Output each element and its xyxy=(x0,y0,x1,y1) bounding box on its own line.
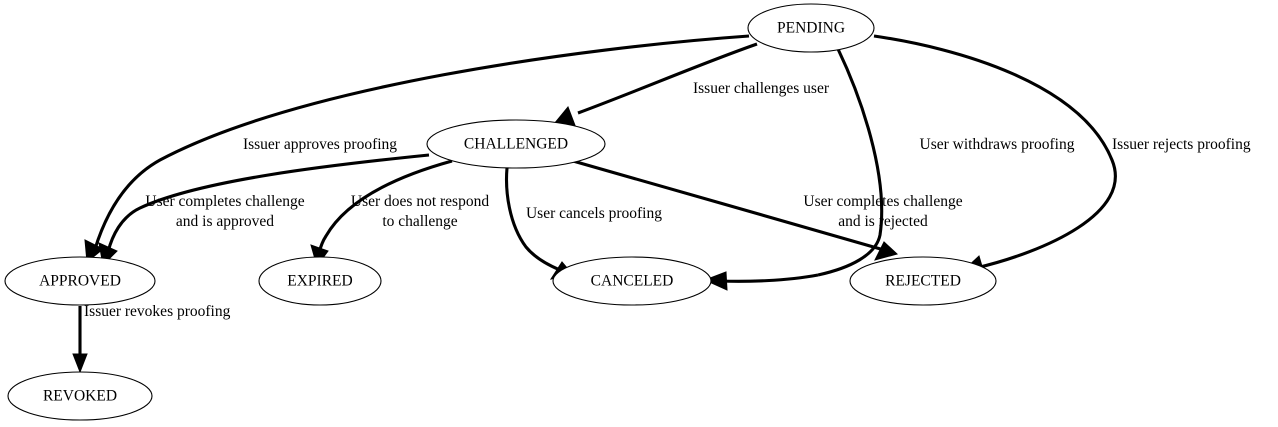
edge-path-pending-rejected xyxy=(873,34,1117,270)
node-rejected[interactable]: REJECTED xyxy=(849,256,997,306)
node-approved[interactable]: APPROVED xyxy=(4,256,156,306)
edge-label-challenged-expired-line2: to challenge xyxy=(382,213,457,230)
node-challenged-label: CHALLENGED xyxy=(464,136,568,153)
edge-path-challenged-rejected xyxy=(572,159,885,252)
edge-label-challenged-rejected-line2: and is rejected xyxy=(838,213,928,230)
edge-label-challenged-approved-line2: and is approved xyxy=(176,213,274,230)
node-rejected-ellipse xyxy=(849,256,997,306)
node-expired-ellipse xyxy=(258,256,382,306)
node-canceled-label: CANCELED xyxy=(591,273,674,290)
node-canceled[interactable]: CANCELED xyxy=(552,256,712,306)
edge-approved-revoked[interactable]: Issuer revokes proofing xyxy=(72,303,231,374)
edge-path-challenged-canceled xyxy=(505,167,561,272)
node-challenged[interactable]: CHALLENGED xyxy=(426,119,606,169)
node-canceled-ellipse xyxy=(552,256,712,306)
edge-label-pending-approved: Issuer approves proofing xyxy=(243,136,397,153)
node-rejected-label: REJECTED xyxy=(885,273,961,290)
edge-path-challenged-approved xyxy=(106,153,430,253)
edge-label-challenged-expired-line1: User does not respond xyxy=(351,193,489,210)
node-revoked-label: REVOKED xyxy=(43,388,117,405)
node-expired-label: EXPIRED xyxy=(287,273,352,290)
edge-path-pending-challenged xyxy=(577,42,758,115)
edge-path-pending-canceled xyxy=(817,48,884,277)
edge-label-pending-canceled: User withdraws proofing xyxy=(920,136,1075,153)
node-revoked-ellipse xyxy=(7,371,153,421)
edge-pending-canceled[interactable]: User withdraws proofing xyxy=(703,48,1075,291)
edge-challenged-expired[interactable]: User does not respond to challenge xyxy=(310,159,489,268)
edge-label-challenged-approved-line1: User completes challenge xyxy=(145,193,304,210)
edge-label-challenged-rejected-line1: User completes challenge xyxy=(803,193,962,210)
edge-path-challenged-expired xyxy=(317,159,453,254)
arrowhead-approved-from-pending xyxy=(84,239,104,263)
edge-label-pending-challenged: Issuer challenges user xyxy=(693,80,830,97)
edge-path-pending-approved xyxy=(93,34,750,250)
edge-pending-approved[interactable]: Issuer approves proofing xyxy=(84,34,750,263)
edge-label-pending-rejected: Issuer rejects proofing xyxy=(1112,136,1251,153)
edge-pending-challenged[interactable]: Issuer challenges user xyxy=(553,42,830,129)
edge-label-approved-revoked: Issuer revokes proofing xyxy=(84,303,231,320)
node-approved-ellipse xyxy=(4,256,156,306)
node-revoked[interactable]: REVOKED xyxy=(7,371,153,421)
edge-challenged-approved[interactable]: User completes challenge and is approved xyxy=(98,153,430,267)
edges-layer: Issuer challenges user Issuer approves p… xyxy=(72,34,1251,374)
edge-pending-rejected[interactable]: Issuer rejects proofing xyxy=(873,34,1251,274)
node-pending-label: PENDING xyxy=(777,20,845,37)
node-challenged-ellipse xyxy=(426,119,606,169)
edge-challenged-rejected[interactable]: User completes challenge and is rejected xyxy=(572,159,963,261)
node-pending[interactable]: PENDING xyxy=(747,3,875,53)
node-expired[interactable]: EXPIRED xyxy=(258,256,382,306)
arrowhead-revoked-from-approved xyxy=(72,353,88,374)
edge-label-challenged-canceled: User cancels proofing xyxy=(526,205,662,222)
node-approved-label: APPROVED xyxy=(39,273,121,290)
nodes-layer: PENDING CHALLENGED APPROVED EXPIRED CANC… xyxy=(4,3,997,421)
edge-path-pending-canceled-tail xyxy=(719,273,819,283)
arrowhead-rejected-from-challenged xyxy=(874,241,899,261)
node-pending-ellipse xyxy=(747,3,875,53)
